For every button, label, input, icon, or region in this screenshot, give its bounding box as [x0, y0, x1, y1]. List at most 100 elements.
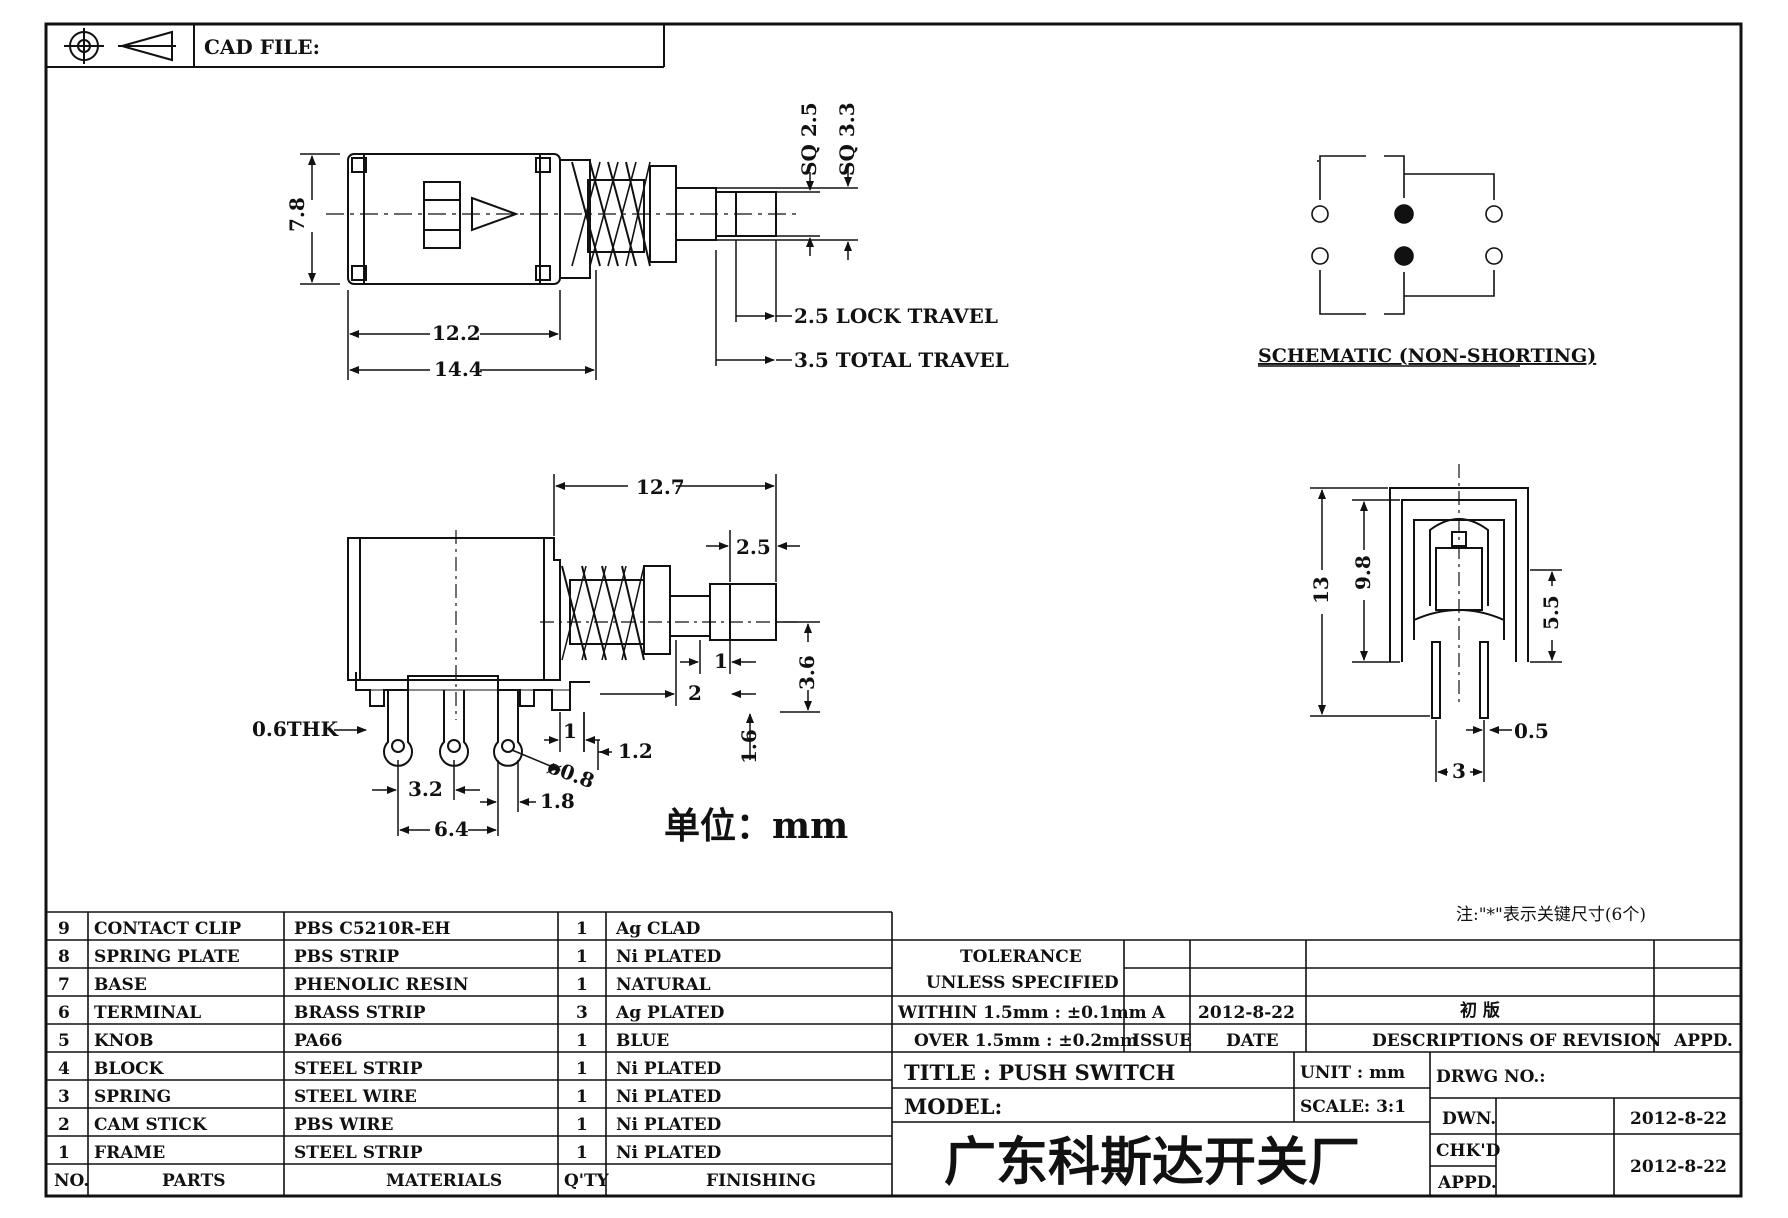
dim-6-4: 6.4 — [434, 817, 469, 841]
part-qty: 1 — [576, 947, 588, 967]
hole-diameter-label: ø0.8 — [544, 754, 597, 793]
dim-5-5: 5.5 — [1539, 595, 1563, 630]
part-no: 7 — [58, 975, 70, 995]
part-qty: 1 — [576, 1087, 588, 1107]
part-material: STEEL STRIP — [294, 1059, 423, 1079]
schematic-diagram — [1311, 155, 1503, 315]
total-travel-label: 3.5 TOTAL TRAVEL — [794, 348, 1009, 372]
drwg-no-label: DRWG NO.: — [1436, 1067, 1546, 1087]
revision-issue: A — [1151, 1003, 1166, 1023]
top-view — [326, 153, 800, 285]
part-no: 1 — [58, 1143, 70, 1163]
part-qty: 1 — [576, 919, 588, 939]
part-no: 5 — [58, 1031, 70, 1051]
lock-travel-label: 2.5 LOCK TRAVEL — [794, 304, 998, 328]
dim-1-6: 1.6 — [737, 729, 761, 764]
dim-3: 3 — [1452, 759, 1466, 783]
part-material: STEEL WIRE — [294, 1087, 417, 1107]
header-date: DATE — [1226, 1031, 1279, 1051]
dim-total-length: 14.4 — [434, 357, 483, 381]
dim-plunger: 2.5 — [736, 535, 771, 559]
header-no: NO. — [54, 1171, 89, 1191]
tolerance-over: OVER 1.5mm : ±0.2mm — [914, 1031, 1138, 1051]
side-view-dimensions — [334, 474, 820, 836]
checked-label: CHK'D — [1436, 1141, 1501, 1161]
part-name: TERMINAL — [94, 1003, 201, 1023]
model-label: MODEL: — [904, 1094, 1002, 1119]
dim-1-b: 1 — [563, 719, 577, 743]
part-finish: Ag PLATED — [615, 1003, 725, 1023]
dim-0-5: 0.5 — [1514, 719, 1549, 743]
part-qty: 1 — [576, 1031, 588, 1051]
part-no: 2 — [58, 1115, 70, 1135]
part-finish: Ni PLATED — [616, 1143, 722, 1163]
title-block-grid — [892, 1052, 1741, 1196]
dim-sq-small: SQ 2.5 — [797, 102, 821, 176]
side-view — [347, 530, 800, 767]
scale-field: SCALE: 3:1 — [1300, 1097, 1406, 1117]
part-finish: Ni PLATED — [616, 1115, 722, 1135]
drawing-border — [44, 22, 1743, 1198]
header-issue: ISSUE — [1132, 1031, 1192, 1051]
dim-3-6: 3.6 — [795, 655, 819, 690]
dim-1-a: 1 — [714, 649, 728, 673]
part-qty: 3 — [576, 1003, 588, 1023]
part-name: BLOCK — [94, 1059, 165, 1079]
header-finishing: FINISHING — [706, 1171, 816, 1191]
dim-13: 13 — [1309, 576, 1333, 604]
part-material: PBS WIRE — [294, 1115, 394, 1135]
header-box — [46, 24, 665, 68]
dim-9-8: 9.8 — [1351, 555, 1375, 590]
part-name: CAM STICK — [94, 1115, 208, 1135]
header-descriptions: DESCRIPTIONS OF REVISION — [1372, 1031, 1661, 1051]
end-view-dimensions — [1310, 487, 1562, 782]
part-finish: Ag CLAD — [615, 919, 701, 939]
part-name: KNOB — [94, 1031, 154, 1051]
header-qty: Q'TY — [564, 1171, 610, 1191]
schematic-label: SCHEMATIC (NON-SHORTING) — [1258, 345, 1596, 367]
top-view-dimensions — [300, 153, 858, 380]
dim-body-length: 12.2 — [432, 321, 481, 345]
tolerance-within: WITHIN 1.5mm : ±0.1mm — [897, 1003, 1147, 1023]
dim-height: 7.8 — [285, 197, 309, 232]
projection-symbol-icon — [64, 28, 176, 64]
title-label: TITLE : PUSH SWITCH — [904, 1060, 1175, 1085]
parts-table-grid — [46, 911, 893, 1196]
part-material: BRASS STRIP — [294, 1003, 426, 1023]
dim-3-2: 3.2 — [408, 777, 443, 801]
part-name: FRAME — [94, 1143, 165, 1163]
part-finish: Ni PLATED — [616, 947, 722, 967]
part-material: PBS C5210R-EH — [294, 919, 450, 939]
revision-grid — [892, 939, 1741, 1053]
header-appd: APPD. — [1673, 1031, 1733, 1051]
dim-sq-large: SQ 3.3 — [835, 102, 859, 176]
part-name: SPRING — [94, 1087, 171, 1107]
part-material: PBS STRIP — [294, 947, 399, 967]
key-dimension-note: 注:"*"表示关键尺寸(6个) — [1456, 905, 1646, 925]
thickness-label: 0.6THK — [252, 717, 339, 741]
drawn-label: DWN. — [1442, 1109, 1496, 1129]
cad-file-label: CAD FILE: — [204, 35, 320, 59]
dim-side-width: 12.7 — [636, 475, 685, 499]
part-material: PA66 — [294, 1031, 342, 1051]
approved-label: APPD. — [1437, 1173, 1497, 1193]
part-name: CONTACT CLIP — [94, 919, 241, 939]
end-view — [1389, 464, 1529, 719]
part-finish: BLUE — [616, 1031, 669, 1051]
part-material: STEEL STRIP — [294, 1143, 423, 1163]
unit-field: UNIT : mm — [1300, 1063, 1405, 1083]
revision-description: 初 版 — [1460, 1000, 1500, 1021]
part-finish: NATURAL — [616, 975, 711, 995]
part-no: 8 — [58, 947, 70, 967]
tolerance-title: TOLERANCE — [960, 947, 1082, 967]
part-finish: Ni PLATED — [616, 1087, 722, 1107]
part-no: 4 — [58, 1059, 70, 1079]
revision-date: 2012-8-22 — [1198, 1003, 1295, 1023]
part-name: BASE — [94, 975, 147, 995]
unit-label: 单位：mm — [664, 805, 848, 847]
company-name: 广东科斯达开关厂 — [944, 1132, 1360, 1193]
header-parts: PARTS — [162, 1171, 226, 1191]
part-finish: Ni PLATED — [616, 1059, 722, 1079]
part-material: PHENOLIC RESIN — [294, 975, 468, 995]
